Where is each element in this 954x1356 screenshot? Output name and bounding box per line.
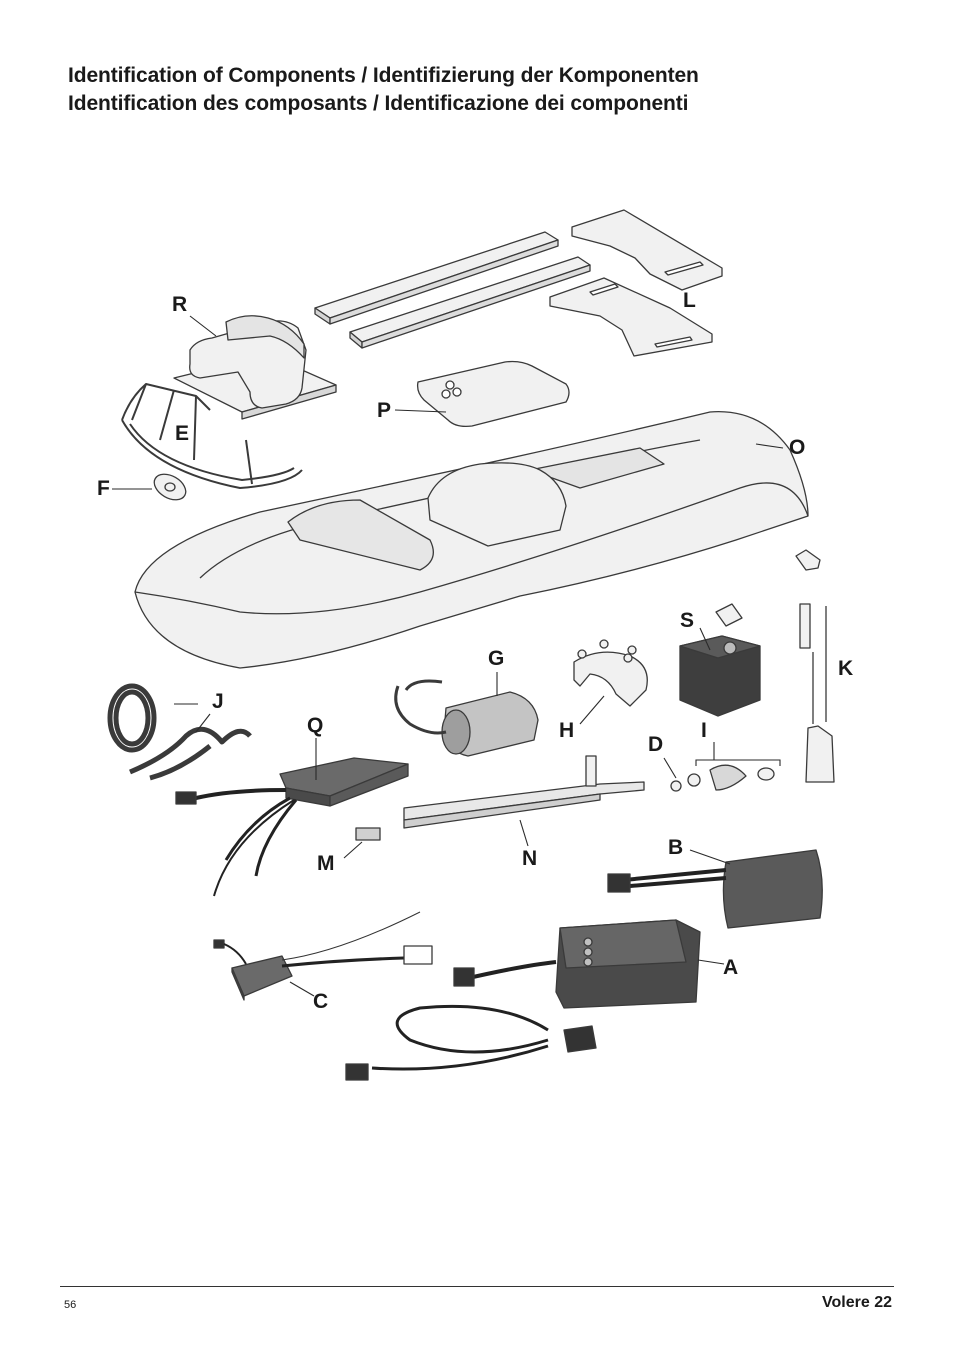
label-S: S xyxy=(680,609,695,632)
label-A: A xyxy=(723,956,739,979)
leader-lines xyxy=(112,315,784,997)
propeller-shaft xyxy=(403,755,645,829)
label-R: R xyxy=(172,293,188,316)
label-E: E xyxy=(175,422,190,445)
windshield-frame xyxy=(121,383,303,489)
stand-bracket-upper xyxy=(571,209,723,291)
propeller xyxy=(670,764,775,792)
water-cooling-tube xyxy=(107,683,252,781)
label-D: D xyxy=(648,733,664,756)
seat-assembly xyxy=(173,315,337,420)
footer-divider xyxy=(60,1286,894,1287)
label-J: J xyxy=(212,690,224,713)
charger xyxy=(345,919,701,1081)
side-rail-part-2 xyxy=(349,256,591,349)
stand-bracket-lower xyxy=(549,277,713,357)
label-G: G xyxy=(488,647,505,670)
page-number: 56 xyxy=(64,1299,77,1311)
speed-controller xyxy=(175,757,409,897)
boat-hull xyxy=(134,411,809,669)
label-P: P xyxy=(377,399,392,422)
title-line-1: Identification of Components / Identifiz… xyxy=(68,64,699,87)
title-line-2: Identification des composants / Identifi… xyxy=(68,92,689,115)
coupler xyxy=(355,827,381,841)
label-I: I xyxy=(701,719,707,742)
deck-panel xyxy=(416,360,570,428)
servo xyxy=(679,603,761,717)
label-M: M xyxy=(317,852,335,875)
page-title: Identification of Components / Identifiz… xyxy=(68,62,699,118)
label-F: F xyxy=(97,477,110,500)
receiver xyxy=(213,911,433,1001)
label-L: L xyxy=(683,289,696,312)
motor-mount xyxy=(573,639,648,707)
label-K: K xyxy=(838,657,854,680)
label-H: H xyxy=(559,719,575,742)
label-N: N xyxy=(522,847,538,870)
side-rail-part xyxy=(314,231,559,325)
battery xyxy=(607,849,823,929)
motor xyxy=(394,679,539,757)
label-Q: Q xyxy=(307,714,324,737)
label-B: B xyxy=(668,836,684,859)
label-C: C xyxy=(313,990,329,1013)
steering-wheel xyxy=(153,473,187,501)
label-O: O xyxy=(789,436,806,459)
product-name: Volere 22 xyxy=(822,1294,892,1311)
rudder-assembly xyxy=(795,549,835,783)
